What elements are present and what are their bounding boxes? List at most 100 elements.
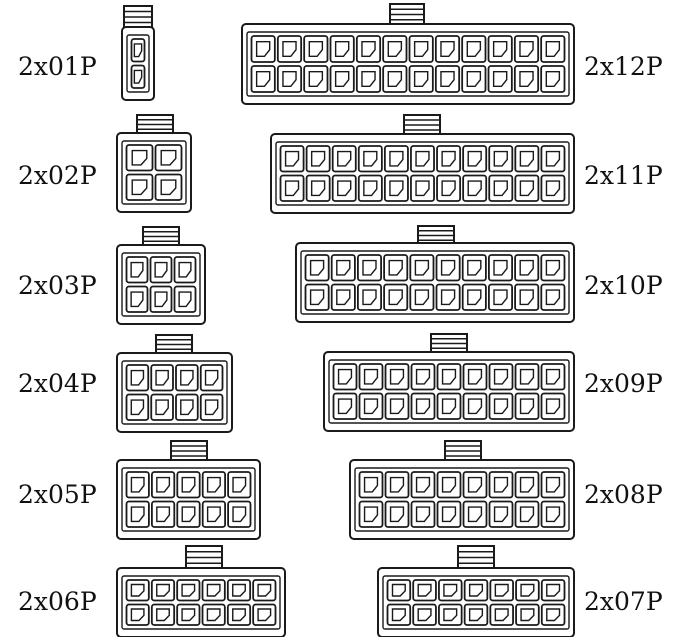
pin-terminal [363, 476, 379, 493]
pin-terminal [519, 398, 535, 415]
pin-terminal [493, 476, 509, 493]
pin-terminal [156, 476, 171, 493]
pin-terminal [415, 506, 431, 523]
housing-inner [275, 141, 570, 206]
pin-cavity [279, 174, 305, 202]
pin-terminal [206, 476, 221, 493]
pin-terminal [494, 608, 509, 622]
housing-inner [126, 34, 150, 93]
pin-cavity [125, 285, 149, 313]
pin-cavity [515, 579, 540, 602]
pin-cavity [358, 500, 384, 528]
pin-terminal [133, 69, 143, 84]
pin-terminal [363, 150, 378, 167]
pin-terminal [545, 506, 561, 523]
pin-cavity [488, 145, 514, 173]
pin-terminal [493, 368, 509, 385]
pin-terminal [519, 368, 535, 385]
pin-terminal [181, 506, 196, 523]
pin-terminal [362, 259, 377, 276]
pin-terminal [441, 180, 456, 197]
pin-terminal [494, 583, 509, 597]
pin-cavity [276, 65, 303, 93]
pin-terminal [417, 608, 432, 622]
connector-2x02p [116, 114, 192, 213]
pin-cavity [438, 579, 463, 602]
pin-cavity [150, 364, 174, 392]
pin-terminal [204, 399, 219, 416]
pin-terminal [546, 608, 561, 622]
connector-label: 2x04P [18, 369, 97, 398]
pin-cavity [438, 603, 463, 626]
pin-terminal [467, 150, 482, 167]
pin-terminal [519, 259, 534, 276]
pin-cavity [408, 35, 434, 63]
pin-cavity [173, 285, 197, 313]
pin-terminal [130, 506, 145, 523]
pin-cavity [304, 254, 330, 282]
pin-cavity [303, 65, 329, 93]
pin-terminal [492, 71, 508, 87]
pin-terminal [468, 583, 484, 597]
connector-label: 2x08P [584, 480, 663, 509]
pin-cavity [410, 145, 435, 173]
pin-cavity [488, 174, 514, 202]
pin-cavity [386, 603, 412, 626]
housing-inner [328, 359, 570, 424]
pin-cavity [355, 65, 382, 93]
pin-terminal [545, 289, 561, 306]
connector-2x05p [116, 440, 261, 540]
pin-cavity [125, 603, 150, 626]
pin-terminal [545, 41, 561, 57]
pin-terminal [415, 368, 431, 385]
pin-cavity [463, 579, 489, 602]
pin-terminal [441, 398, 457, 415]
pin-terminal [440, 259, 456, 276]
connector-housing [377, 567, 575, 637]
connector-2x07p [377, 545, 575, 637]
housing-inner [121, 467, 256, 532]
pin-cavity [149, 285, 173, 313]
pin-terminal [441, 150, 456, 167]
pin-cavity [330, 283, 356, 311]
pin-cavity [303, 35, 329, 63]
pin-cavity [514, 392, 540, 420]
connector-label: 2x06P [18, 587, 97, 616]
pin-cavity [304, 283, 330, 311]
pin-cavity [358, 363, 384, 391]
connectors-group [116, 3, 575, 637]
pin-cavity [461, 35, 487, 63]
pin-terminal [519, 41, 534, 57]
pin-cavity [125, 579, 150, 602]
pin-cavity [435, 283, 461, 311]
pin-cavity [150, 500, 176, 528]
pin-cavity [125, 393, 150, 421]
pin-cavity [176, 603, 201, 626]
pin-cavity [540, 363, 566, 391]
pin-terminal [441, 476, 457, 493]
pin-cavity [462, 145, 488, 173]
pin-terminal [417, 583, 432, 597]
pin-cavity [540, 35, 566, 63]
pin-cavity [150, 471, 176, 499]
connector-housing [349, 459, 575, 540]
pin-cavity [410, 471, 436, 499]
pin-cavity [201, 603, 226, 626]
pin-cavity [199, 393, 224, 421]
pin-terminal [334, 71, 350, 87]
pin-terminal [519, 150, 535, 167]
pin-cavity [358, 392, 384, 420]
pin-cavity [434, 65, 461, 93]
housing-inner [246, 31, 570, 97]
pin-cavity [540, 471, 566, 499]
pin-cavity [462, 500, 488, 528]
pin-cavity [331, 174, 357, 202]
pin-terminal [334, 41, 350, 57]
pin-cavity [130, 38, 146, 63]
pin-terminal [131, 149, 148, 166]
pin-cavity [383, 283, 409, 311]
pin-terminal [467, 289, 482, 306]
pin-terminal [466, 71, 482, 87]
connector-label: 2x05P [18, 480, 97, 509]
pin-cavity [540, 174, 566, 202]
